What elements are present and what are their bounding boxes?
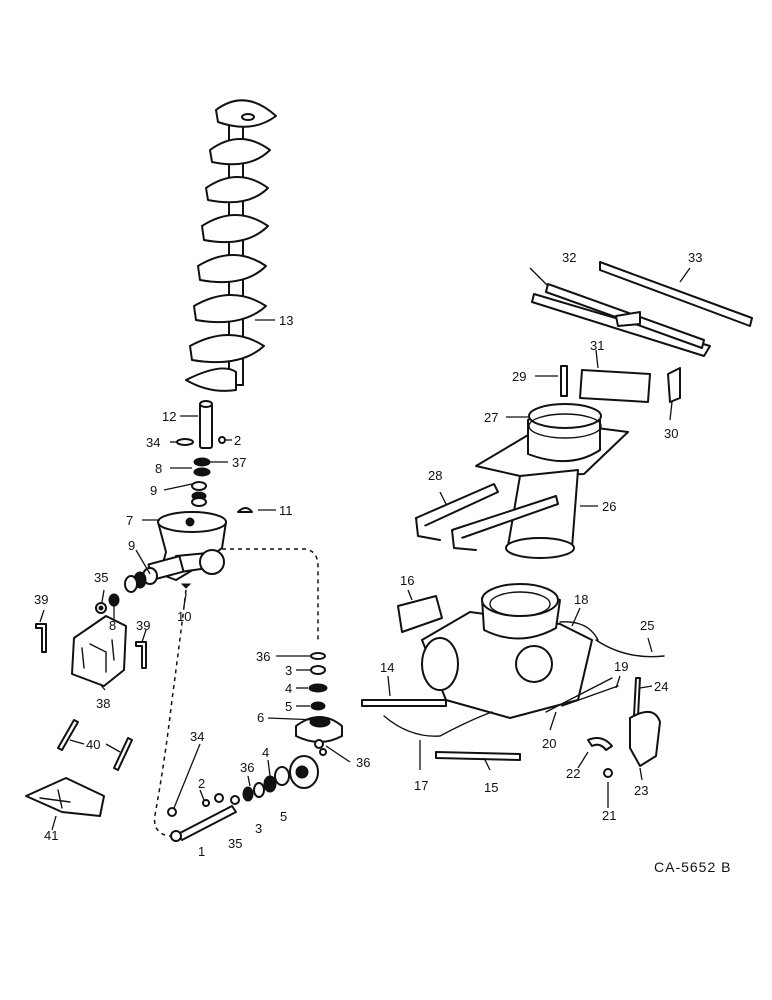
callout-41: 41 xyxy=(44,828,58,843)
callout-10: 10 xyxy=(177,609,191,624)
plate-16 xyxy=(397,595,443,633)
drive-gear-stack xyxy=(230,652,343,805)
callout-37: 37 xyxy=(232,455,246,470)
callout-4: 4 xyxy=(285,681,292,696)
callout-5: 5 xyxy=(285,699,292,714)
drawing-code: CA-5652 B xyxy=(654,859,731,875)
spout xyxy=(475,403,629,559)
callout-27: 27 xyxy=(484,410,498,425)
callout-38: 38 xyxy=(96,696,110,711)
callout-14: 14 xyxy=(380,660,394,675)
callout-13: 13 xyxy=(279,313,293,328)
drive-path-dashed xyxy=(153,548,319,837)
auger-flighting xyxy=(185,99,277,392)
callout-28: 28 xyxy=(428,468,442,483)
callout-4b: 4 xyxy=(262,745,269,760)
plates-upper xyxy=(560,365,681,403)
callout-31: 31 xyxy=(590,338,604,353)
brackets-left xyxy=(25,615,147,817)
leader-lines xyxy=(39,267,691,831)
callout-2: 2 xyxy=(234,433,241,448)
callout-26: 26 xyxy=(602,499,616,514)
callout-20: 20 xyxy=(542,736,556,751)
callout-25: 25 xyxy=(640,618,654,633)
callout-40: 40 xyxy=(86,737,100,752)
callout-36b: 36 xyxy=(356,755,370,770)
hopper xyxy=(421,583,599,719)
callout-39: 39 xyxy=(34,592,48,607)
callout-16: 16 xyxy=(400,573,414,588)
callout-5b: 5 xyxy=(280,809,287,824)
callout-39b: 39 xyxy=(136,618,150,633)
callout-17: 17 xyxy=(414,778,428,793)
callouts: 13 12 34 2 8 37 9 7 11 9 35 8 10 39 39 3… xyxy=(34,250,702,859)
small-parts-right xyxy=(587,711,661,778)
callout-34: 34 xyxy=(146,435,160,450)
callout-8b: 8 xyxy=(109,618,116,633)
callout-15: 15 xyxy=(484,780,498,795)
bracket-28 xyxy=(415,483,559,551)
callout-21: 21 xyxy=(602,808,616,823)
callout-6: 6 xyxy=(257,710,264,725)
callout-7: 7 xyxy=(126,513,133,528)
shaft-stack xyxy=(176,400,226,507)
callout-8: 8 xyxy=(155,461,162,476)
callout-1: 1 xyxy=(198,844,205,859)
callout-35b: 35 xyxy=(228,836,242,851)
callout-23: 23 xyxy=(634,783,648,798)
top-rails xyxy=(531,261,753,357)
callout-22: 22 xyxy=(566,766,580,781)
callout-11: 11 xyxy=(279,503,293,518)
callout-3b: 3 xyxy=(255,821,262,836)
gearbox xyxy=(95,507,253,614)
callout-34b: 34 xyxy=(190,729,204,744)
callout-9: 9 xyxy=(150,483,157,498)
callout-33: 33 xyxy=(688,250,702,265)
callout-18: 18 xyxy=(574,592,588,607)
callout-36c: 36 xyxy=(240,760,254,775)
callout-36: 36 xyxy=(256,649,270,664)
rods xyxy=(361,639,665,761)
callout-9b: 9 xyxy=(128,538,135,553)
callout-32: 32 xyxy=(562,250,576,265)
callout-35: 35 xyxy=(94,570,108,585)
callout-2b: 2 xyxy=(198,776,205,791)
callout-12: 12 xyxy=(162,409,176,424)
callout-30: 30 xyxy=(664,426,678,441)
callout-19: 19 xyxy=(614,659,628,674)
callout-3: 3 xyxy=(285,663,292,678)
callout-24: 24 xyxy=(654,679,668,694)
lower-shaft xyxy=(167,793,237,842)
callout-29: 29 xyxy=(512,369,526,384)
